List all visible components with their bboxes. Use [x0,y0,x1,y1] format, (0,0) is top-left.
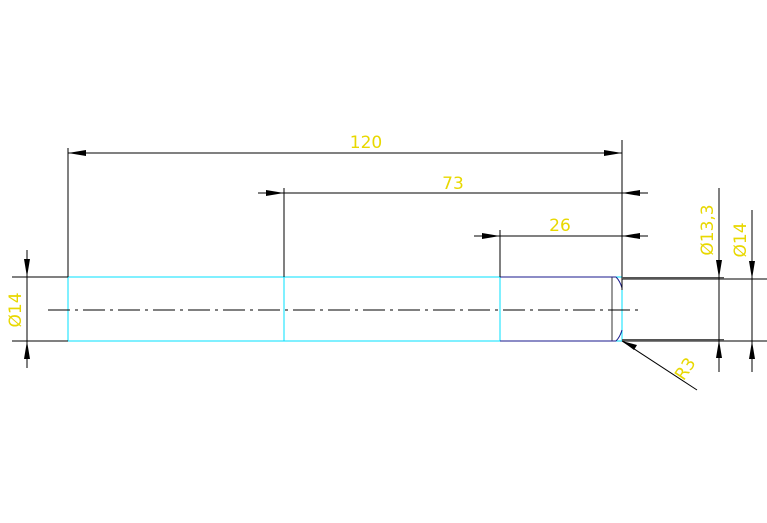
arrow-120-right [604,150,622,156]
dimension-73: 73 [258,174,648,196]
shaft-section-left [67,276,285,342]
shaft-section-end [499,276,623,342]
dimension-120: 120 [68,133,622,156]
dimension-left-diameter: Ø14 [6,250,30,368]
shaft-fillet-bottom [615,329,623,342]
dim-label-73: 73 [442,174,464,194]
arrow-26-left [482,233,500,239]
dim-label-right-dia: Ø14 [731,222,751,257]
dimension-right-diameter: Ø14 [731,210,755,372]
arrow-groove-dia-bottom [716,340,722,358]
dim-label-26: 26 [549,216,571,236]
dim-label-groove-dia: Ø13,3 [698,204,718,255]
arrow-120-left [68,150,86,156]
dim-label-120: 120 [350,133,382,153]
shaft-fillet-top [615,276,623,289]
dim-label-radius: R3 [671,354,700,384]
dimension-26: 26 [474,216,648,239]
dimension-radius: R3 [621,340,700,391]
arrow-radius [622,341,637,350]
arrow-groove-dia-top [716,260,722,278]
arrow-73-right [622,190,640,196]
arrow-73-left [266,190,284,196]
shaft-section-middle [283,276,501,342]
arrow-26-right [622,233,640,239]
arrow-right-dia-top [749,261,755,279]
extension-lines [12,140,767,342]
arrow-right-dia-bottom [749,341,755,359]
dim-label-left-dia: Ø14 [6,292,26,327]
arrow-left-dia-top [24,259,30,277]
dimension-groove-diameter: Ø13,3 [698,188,722,372]
arrow-left-dia-bottom [24,341,30,359]
shaft-outline [67,276,623,342]
